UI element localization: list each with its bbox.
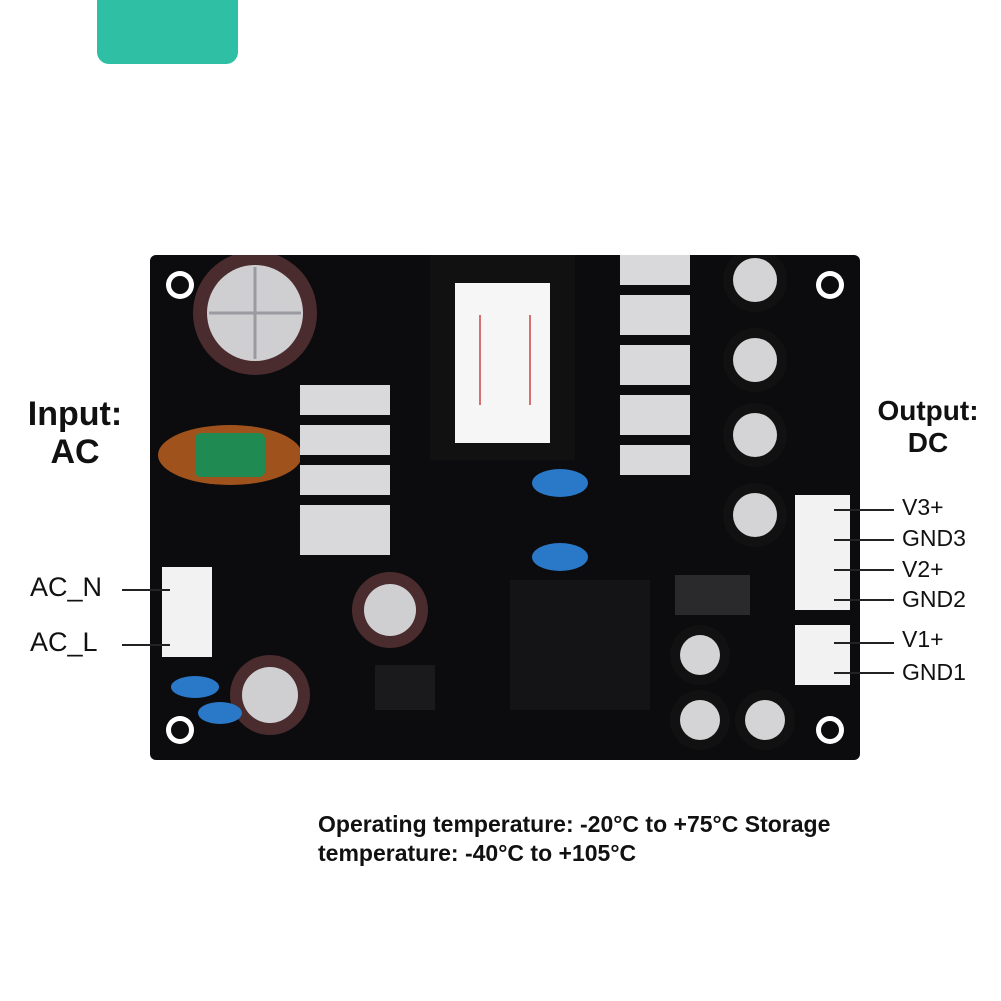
input-title: Input: AC xyxy=(10,395,140,471)
caption-line2: temperature: -40°C to +105°C xyxy=(318,840,637,866)
output-title-line1: Output: xyxy=(877,395,979,426)
pin-leader-v3 xyxy=(834,509,894,511)
pin-label-gnd2: GND2 xyxy=(902,586,966,612)
pin-leader-ac-l xyxy=(122,644,170,646)
input-title-line1: Input: xyxy=(27,395,123,433)
caption-line1: Operating temperature: -20°C to +75°C St… xyxy=(318,811,831,837)
pcb-board-image xyxy=(150,255,860,760)
header-tab xyxy=(97,0,238,64)
pin-label-v1-plus: V1+ xyxy=(902,626,944,652)
pin-label-gnd1: GND1 xyxy=(902,659,966,685)
pin-label-v3-plus: V3+ xyxy=(902,494,944,520)
pin-label-ac-n: AC_N xyxy=(30,572,103,602)
pin-leader-gnd1 xyxy=(834,672,894,674)
output-title-line2: DC xyxy=(907,427,949,458)
pin-label-v2-plus: V2+ xyxy=(902,556,944,582)
pin-leader-gnd2 xyxy=(834,599,894,601)
pin-label-gnd3: GND3 xyxy=(902,525,966,551)
pin-leader-v2 xyxy=(834,569,894,571)
pin-leader-v1 xyxy=(834,642,894,644)
input-title-line2: AC xyxy=(50,433,100,471)
pin-leader-ac-n xyxy=(122,589,170,591)
pin-label-ac-l: AC_L xyxy=(30,627,98,657)
output-title: Output: DC xyxy=(863,395,993,459)
temperature-caption: Operating temperature: -20°C to +75°C St… xyxy=(318,810,988,868)
pin-leader-gnd3 xyxy=(834,539,894,541)
